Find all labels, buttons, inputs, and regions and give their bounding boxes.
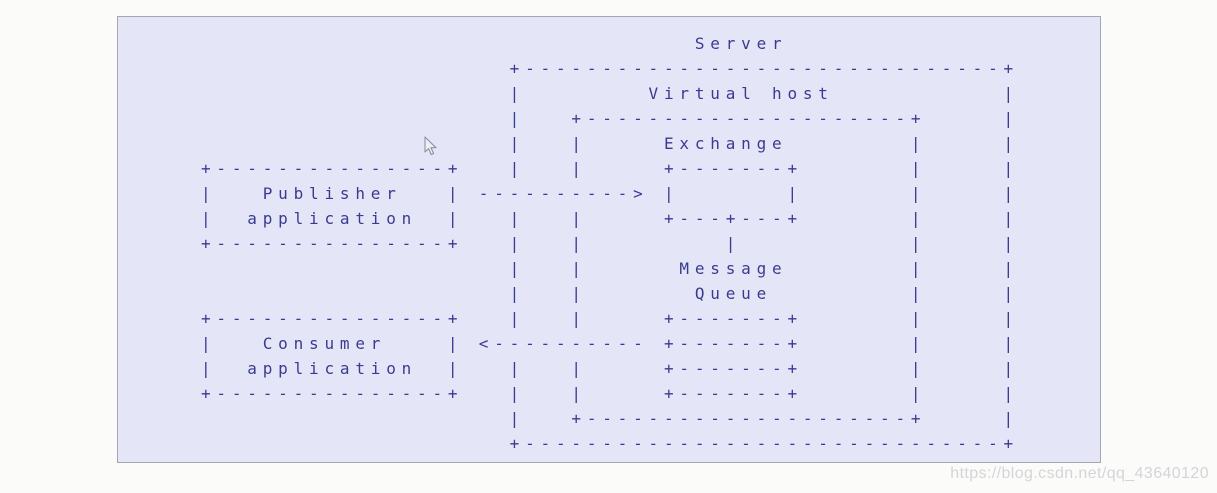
ascii-architecture-diagram: Server +-------------------------------+…: [201, 34, 1019, 453]
diagram-panel: Server +-------------------------------+…: [117, 16, 1101, 463]
watermark: https://blog.csdn.net/qq_43640120: [950, 465, 1209, 482]
mouse-cursor-icon: [424, 136, 437, 156]
